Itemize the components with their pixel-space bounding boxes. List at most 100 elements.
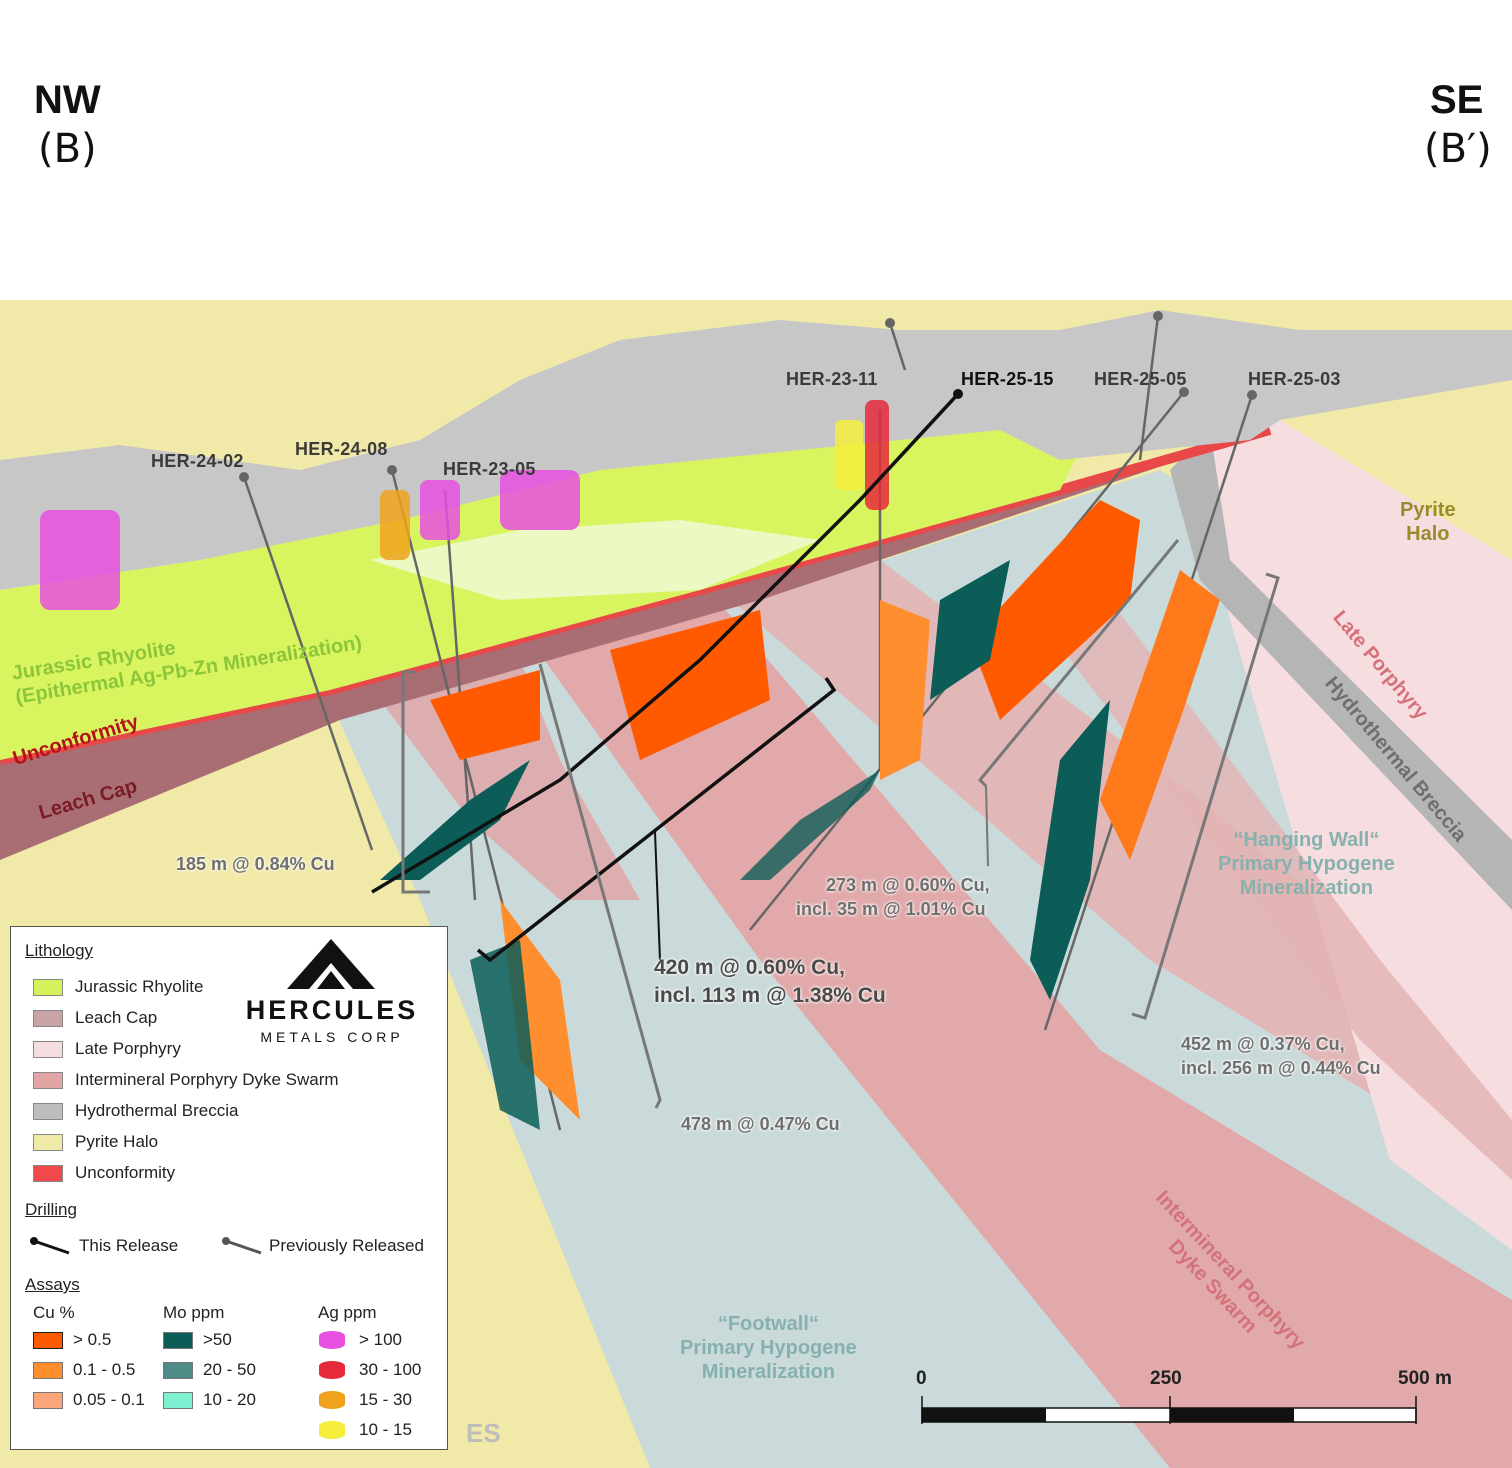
- intercept-bracket-452: [1131, 572, 1280, 1020]
- intermineral-dyke-band-1: [530, 580, 1512, 1468]
- breccia-cap: [0, 310, 1512, 590]
- intercept-line: 452 m @ 0.37% Cu,: [1181, 1034, 1345, 1054]
- intercept-label-this-release: 420 m @ 0.60% Cu, incl. 113 m @ 1.38% Cu: [654, 954, 886, 1010]
- legend-label: 20 - 50: [203, 1360, 256, 1379]
- legend-label: Unconformity: [75, 1163, 176, 1182]
- drillhole-label: HER-23-11: [786, 369, 878, 389]
- scale-bar: [921, 1396, 1417, 1424]
- legend-item: Unconformity: [33, 1163, 175, 1183]
- drill-collars: [239, 311, 1257, 482]
- legend-item: 10 - 20: [163, 1390, 256, 1410]
- mo-high-block-4: [470, 940, 540, 1130]
- legend-swatch: [33, 1133, 63, 1151]
- pyrite-halo-right: [1280, 370, 1512, 560]
- drillhole-label: HER-23-05: [443, 459, 536, 479]
- logo-name: HERCULES: [245, 995, 419, 1025]
- legend-drill-this: This Release: [29, 1235, 178, 1257]
- intercept-label: 478 m @ 0.47% Cu: [681, 1112, 840, 1136]
- cu-mid-block-3: [880, 600, 930, 780]
- ag-cluster-1: [40, 510, 120, 610]
- legend-label: 10 - 20: [203, 1390, 256, 1409]
- intercept-label: 273 m @ 0.60% Cu,: [826, 873, 990, 897]
- collar-her-24-02: [239, 472, 249, 482]
- legend-swatch: [163, 1331, 193, 1349]
- legend-swatch: [319, 1421, 345, 1439]
- collar-her-25-05: [1179, 387, 1189, 397]
- zone-line: Primary Hypogene: [1218, 853, 1395, 875]
- legend-label: Leach Cap: [75, 1008, 158, 1027]
- legend-label: > 100: [359, 1330, 403, 1349]
- legend-item: 10 - 15: [319, 1420, 412, 1440]
- drillhole-label-this-release: HER-25-15: [961, 369, 1054, 389]
- legend-swatch: [163, 1391, 193, 1409]
- legend-label: 30 - 100: [359, 1360, 422, 1379]
- legend-label: 0.1 - 0.5: [73, 1360, 136, 1379]
- drill-trace-her-25-15: [371, 392, 960, 894]
- legend-item: >50: [163, 1330, 232, 1350]
- legend-item: 0.05 - 0.1: [33, 1390, 145, 1410]
- zone-line: Mineralization: [701, 1361, 836, 1383]
- rhyolite-pale-band: [370, 520, 820, 600]
- legend-item: > 100: [319, 1330, 402, 1350]
- intercept-line: incl. 113 m @ 1.38% Cu: [654, 984, 886, 1007]
- intercept-line: 185 m @ 0.84% Cu: [176, 854, 335, 874]
- cu-high-block-2: [610, 610, 770, 760]
- intercept-line: incl. 256 m @ 0.44% Cu: [1181, 1058, 1381, 1078]
- cu-mid-block-1: [1100, 570, 1220, 860]
- zone-line: Mineralization: [1239, 877, 1374, 899]
- mountain-logo-icon: [287, 939, 375, 989]
- collar-extra-b: [1153, 311, 1163, 321]
- legend-swatch: [33, 1361, 63, 1379]
- zone-line: “Hanging Wall“: [1233, 829, 1380, 851]
- assay-histograms: [40, 400, 1220, 1130]
- legend-label: 0.05 - 0.1: [73, 1390, 145, 1409]
- direction-left-label: NW: [34, 78, 101, 122]
- collar-line-a: [888, 322, 907, 371]
- zone-line: Halo: [1406, 523, 1450, 545]
- intercept-line: incl. 35 m @ 1.01% Cu: [796, 899, 986, 919]
- intercept-label: 452 m @ 0.37% Cu, incl. 256 m @ 0.44% Cu: [1181, 1032, 1381, 1080]
- intercept-bracket-420: [476, 677, 837, 963]
- legend-item: 30 - 100: [319, 1360, 421, 1380]
- legend-item: > 0.5: [33, 1330, 111, 1350]
- drillhole-label: HER-25-03: [1248, 369, 1341, 389]
- legend-swatch: [33, 1391, 63, 1409]
- legend-mo-title: Mo ppm: [163, 1303, 225, 1322]
- legend-label: Pyrite Halo: [75, 1132, 159, 1151]
- legend-ag-title: Ag ppm: [318, 1303, 377, 1322]
- legend-swatch: [319, 1331, 345, 1349]
- legend-item: 20 - 50: [163, 1360, 256, 1380]
- direction-left-sub: (B): [38, 126, 97, 172]
- legend-label: >50: [203, 1330, 232, 1349]
- intercept-line: 478 m @ 0.47% Cu: [681, 1114, 840, 1134]
- zone-line: Pyrite: [1400, 499, 1456, 521]
- direction-right-label: SE: [1430, 78, 1484, 122]
- drillhole-label: HER-24-02: [151, 451, 244, 471]
- legend-item: Late Porphyry: [33, 1039, 181, 1059]
- legend-assays-title: Assays: [25, 1275, 80, 1294]
- legend-swatch: [33, 1102, 63, 1120]
- intercept-bracket-478: [538, 663, 662, 1109]
- zone-line: Primary Hypogene: [680, 1337, 857, 1359]
- collar-her-24-08: [387, 465, 397, 475]
- zone-line: “Footwall“: [717, 1313, 819, 1335]
- company-logo: HERCULES METALS CORP: [225, 935, 439, 1045]
- intercept-bracket-185: [401, 670, 430, 894]
- scale-label-0: 0: [916, 1368, 927, 1389]
- legend-swatch: [33, 1009, 63, 1027]
- drill-previous-icon: [222, 1237, 262, 1255]
- legend-label: 15 - 30: [359, 1390, 412, 1409]
- collar-extra-a: [885, 318, 895, 328]
- collar-her-25-15: [953, 389, 963, 399]
- drill-trace-her-24-02: [242, 476, 374, 851]
- legend-item: Jurassic Rhyolite: [33, 977, 204, 997]
- legend-label: 10 - 15: [359, 1420, 412, 1439]
- cu-high-block-3: [970, 500, 1140, 720]
- mo-high-block-1: [380, 760, 530, 880]
- legend-swatch: [33, 1040, 63, 1058]
- legend-label: This Release: [79, 1236, 179, 1255]
- zone-label-footwall: “Footwall“ Primary Hypogene Mineralizati…: [680, 1312, 857, 1384]
- legend-swatch: [33, 978, 63, 996]
- mo-high-block-5: [740, 770, 880, 880]
- direction-right-sub: (B′): [1424, 126, 1492, 172]
